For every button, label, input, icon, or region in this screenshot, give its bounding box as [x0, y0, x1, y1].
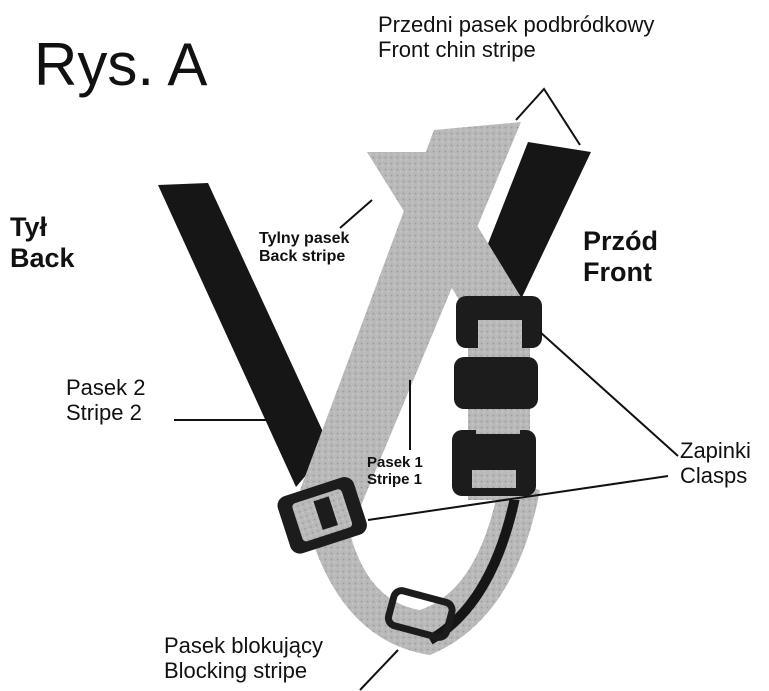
label-stripe-1: Pasek 1 Stripe 1	[367, 454, 423, 489]
label-front-side-pl: Przód	[583, 226, 658, 257]
label-back-stripe-pl: Tylny pasek	[259, 230, 349, 248]
label-front-side-en: Front	[583, 257, 658, 288]
front-buckle-strap-window-2	[476, 410, 520, 434]
leader-back-stripe	[340, 200, 372, 228]
front-buckle-strap-window-3	[472, 470, 516, 488]
dark-back-strap	[158, 183, 330, 487]
label-stripe-2-pl: Pasek 2	[66, 375, 146, 400]
label-blocking-stripe: Pasek blokujący Blocking stripe	[164, 633, 323, 684]
label-stripe-1-pl: Pasek 1	[367, 454, 423, 471]
front-buckle-strap-window	[478, 320, 522, 350]
label-stripe-1-en: Stripe 1	[367, 471, 423, 488]
label-clasps: Zapinki Clasps	[680, 438, 751, 489]
leader-clasps-upper	[540, 332, 678, 456]
leader-blocking	[360, 650, 398, 690]
label-blocking-en: Blocking stripe	[164, 658, 323, 683]
label-front-chin-en: Front chin stripe	[378, 37, 654, 62]
label-stripe-2-en: Stripe 2	[66, 400, 146, 425]
label-back-side: Tył Back	[10, 212, 75, 274]
leader-front-chin	[516, 89, 580, 145]
label-back-stripe: Tylny pasek Back stripe	[259, 230, 349, 267]
label-back-side-en: Back	[10, 243, 75, 274]
label-front-chin-stripe: Przedni pasek podbródkowy Front chin str…	[378, 12, 654, 63]
label-front-side: Przód Front	[583, 226, 658, 288]
label-clasps-en: Clasps	[680, 463, 751, 488]
label-blocking-pl: Pasek blokujący	[164, 633, 323, 658]
label-front-chin-pl: Przedni pasek podbródkowy	[378, 12, 654, 37]
label-stripe-2: Pasek 2 Stripe 2	[66, 375, 146, 426]
label-clasps-pl: Zapinki	[680, 438, 751, 463]
label-back-side-pl: Tył	[10, 212, 75, 243]
front-buckle-middle	[454, 357, 538, 409]
figure-title: Rys. A	[34, 30, 207, 99]
label-back-stripe-en: Back stripe	[259, 248, 349, 266]
